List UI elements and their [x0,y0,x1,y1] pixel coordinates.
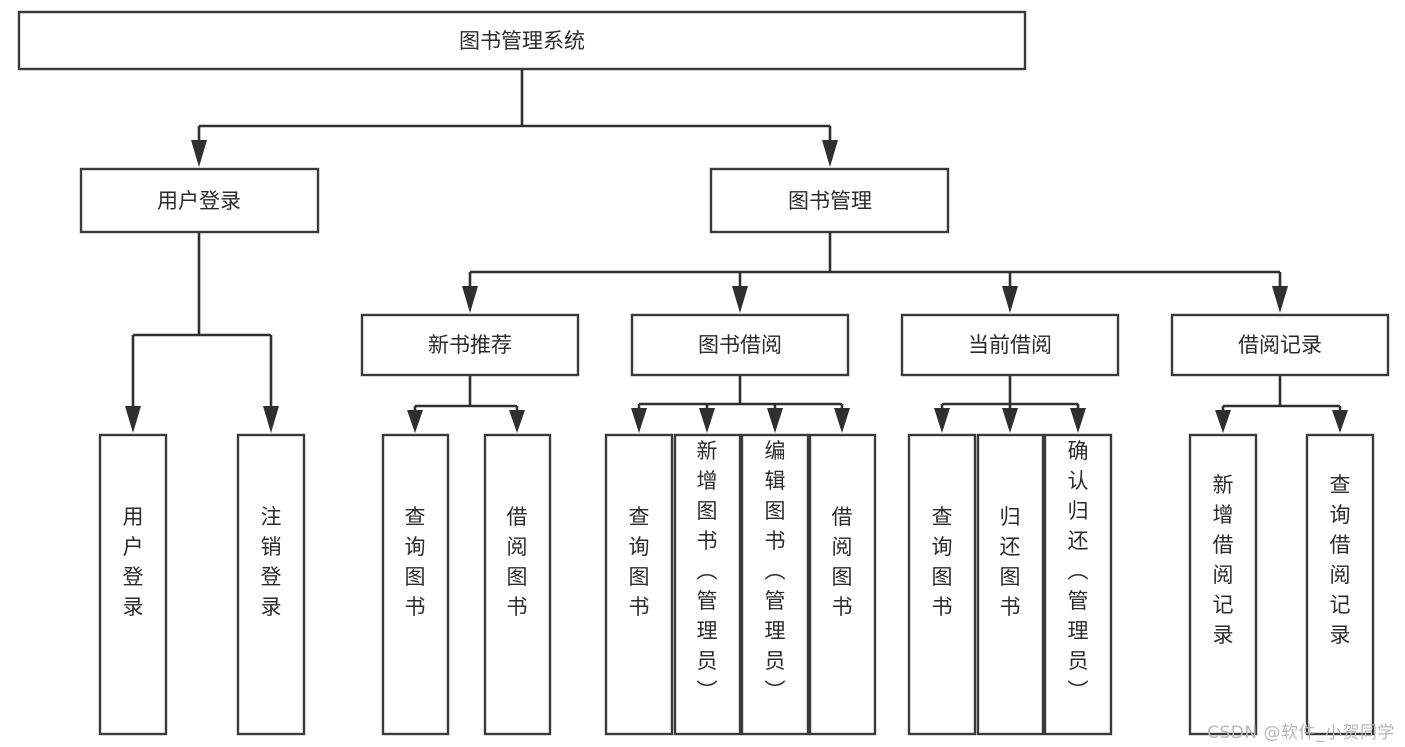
arrowhead-new-book [462,286,478,313]
node-user-login[interactable]: 用户登录 [79,167,320,234]
leaf-book-borrow-query-box[interactable] [604,433,674,736]
leaf-book-borrow-query-label: 查询图书 [629,505,650,619]
leaf-borrow-record-query[interactable]: 查询借阅记录 [1305,433,1375,736]
leaf-user-login-login[interactable]: 用户登录 [98,433,168,736]
arrowhead-leaf-user-login-1 [125,406,141,433]
leaf-book-borrow-add[interactable]: 新增图书︵管理员︶ [673,433,742,736]
node-book-manage-label: 图书管理 [788,189,872,213]
leaf-book-borrow-edit-label: 编辑图书︵管理员︶ [765,439,786,703]
arrowhead-current-borrow [1002,286,1018,313]
leaf-book-borrow-borrow-label: 借阅图书 [832,505,853,619]
node-book-borrow-box[interactable] [630,313,850,377]
node-current-borrow[interactable]: 当前借阅 [900,313,1120,377]
leaf-borrow-record-query-box[interactable] [1305,433,1375,736]
arrowhead-leaf-currentborrow-1 [934,408,950,433]
leaf-new-book-borrow[interactable]: 借阅图书 [483,433,552,736]
leaf-new-book-borrow-label: 借阅图书 [507,505,528,619]
leaf-book-borrow-borrow-box[interactable] [808,433,877,736]
arrowhead-leaf-bookborrow-3 [767,408,783,433]
node-root-label: 图书管理系统 [459,29,585,53]
connector-layer [125,69,1348,433]
leaf-new-book-query-label: 查询图书 [405,505,426,619]
leaf-current-borrow-return-box[interactable] [976,433,1045,736]
node-book-manage[interactable]: 图书管理 [709,167,950,234]
node-borrow-record-label: 借阅记录 [1238,333,1322,357]
node-user-login-label: 用户登录 [157,189,241,213]
arrowhead-borrow-record [1272,286,1288,313]
node-book-borrow-label: 图书借阅 [698,333,782,357]
leaf-current-borrow-return[interactable]: 归还图书 [976,433,1045,736]
arrowhead-book-borrow [732,286,748,313]
arrowhead-leaf-currentborrow-3 [1070,408,1086,433]
leaf-user-login-logout-label: 注销登录 [261,505,282,619]
arrowhead-leaf-user-login-2 [263,406,279,433]
leaf-new-book-borrow-box[interactable] [483,433,552,736]
leaf-book-borrow-edit[interactable]: 编辑图书︵管理员︶ [740,433,810,736]
arrowhead-leaf-borrowrecord-2 [1332,410,1348,433]
leaf-book-borrow-add-label: 新增图书︵管理员︶ [697,439,718,703]
leaf-book-borrow-query[interactable]: 查询图书 [604,433,674,736]
arrowhead-leaf-newbook-1 [407,410,423,433]
node-borrow-record[interactable]: 借阅记录 [1170,313,1390,377]
arrowhead-leaf-bookborrow-2 [699,408,715,433]
leaf-new-book-query-box[interactable] [381,433,450,736]
leaf-current-borrow-return-label: 归还图书 [1000,505,1021,619]
arrowhead-leaf-borrowrecord-1 [1215,410,1231,433]
leaf-user-login-login-label: 用户登录 [123,505,144,619]
leaf-new-book-query[interactable]: 查询图书 [381,433,450,736]
arrowhead-user-login [191,140,207,167]
leaf-borrow-record-add[interactable]: 新增借阅记录 [1188,433,1258,736]
node-current-borrow-label: 当前借阅 [968,333,1052,357]
node-new-book-recommend[interactable]: 新书推荐 [360,313,580,377]
node-new-book-recommend-box[interactable] [360,313,580,377]
leaf-borrow-record-add-label: 新增借阅记录 [1213,473,1234,647]
leaf-book-borrow-edit-box[interactable] [740,433,810,736]
leaf-user-login-login-box[interactable] [98,433,168,736]
csdn-watermark: CSDN @软件_小贺同学 [1207,723,1395,743]
arrowhead-leaf-bookborrow-4 [834,408,850,433]
leaf-current-borrow-confirm-label: 确认归还︵管理员︶ [1068,439,1089,703]
leaf-book-borrow-add-box[interactable] [673,433,742,736]
arrowhead-leaf-newbook-2 [509,410,525,433]
leaf-current-borrow-query[interactable]: 查询图书 [907,433,977,736]
arrowhead-book-manage [822,140,838,167]
leaf-borrow-record-query-label: 查询借阅记录 [1330,473,1351,647]
arrowhead-leaf-bookborrow-1 [631,408,647,433]
leaf-current-borrow-confirm[interactable]: 确认归还︵管理员︶ [1043,433,1113,736]
leaf-current-borrow-query-box[interactable] [907,433,977,736]
node-borrow-record-box[interactable] [1170,313,1390,377]
leaf-user-login-logout[interactable]: 注销登录 [236,433,306,736]
leaf-user-login-logout-box[interactable] [236,433,306,736]
node-new-book-recommend-label: 新书推荐 [428,333,512,357]
node-book-borrow[interactable]: 图书借阅 [630,313,850,377]
node-root[interactable]: 图书管理系统 [17,10,1027,71]
leaf-book-borrow-borrow[interactable]: 借阅图书 [808,433,877,736]
leaf-current-borrow-confirm-box[interactable] [1043,433,1113,736]
node-root-box[interactable] [17,10,1027,71]
leaf-borrow-record-add-box[interactable] [1188,433,1258,736]
node-current-borrow-box[interactable] [900,313,1120,377]
node-book-manage-box[interactable] [709,167,950,234]
leaf-current-borrow-query-label: 查询图书 [932,505,953,619]
node-user-login-box[interactable] [79,167,320,234]
arrowhead-leaf-currentborrow-2 [1002,408,1018,433]
